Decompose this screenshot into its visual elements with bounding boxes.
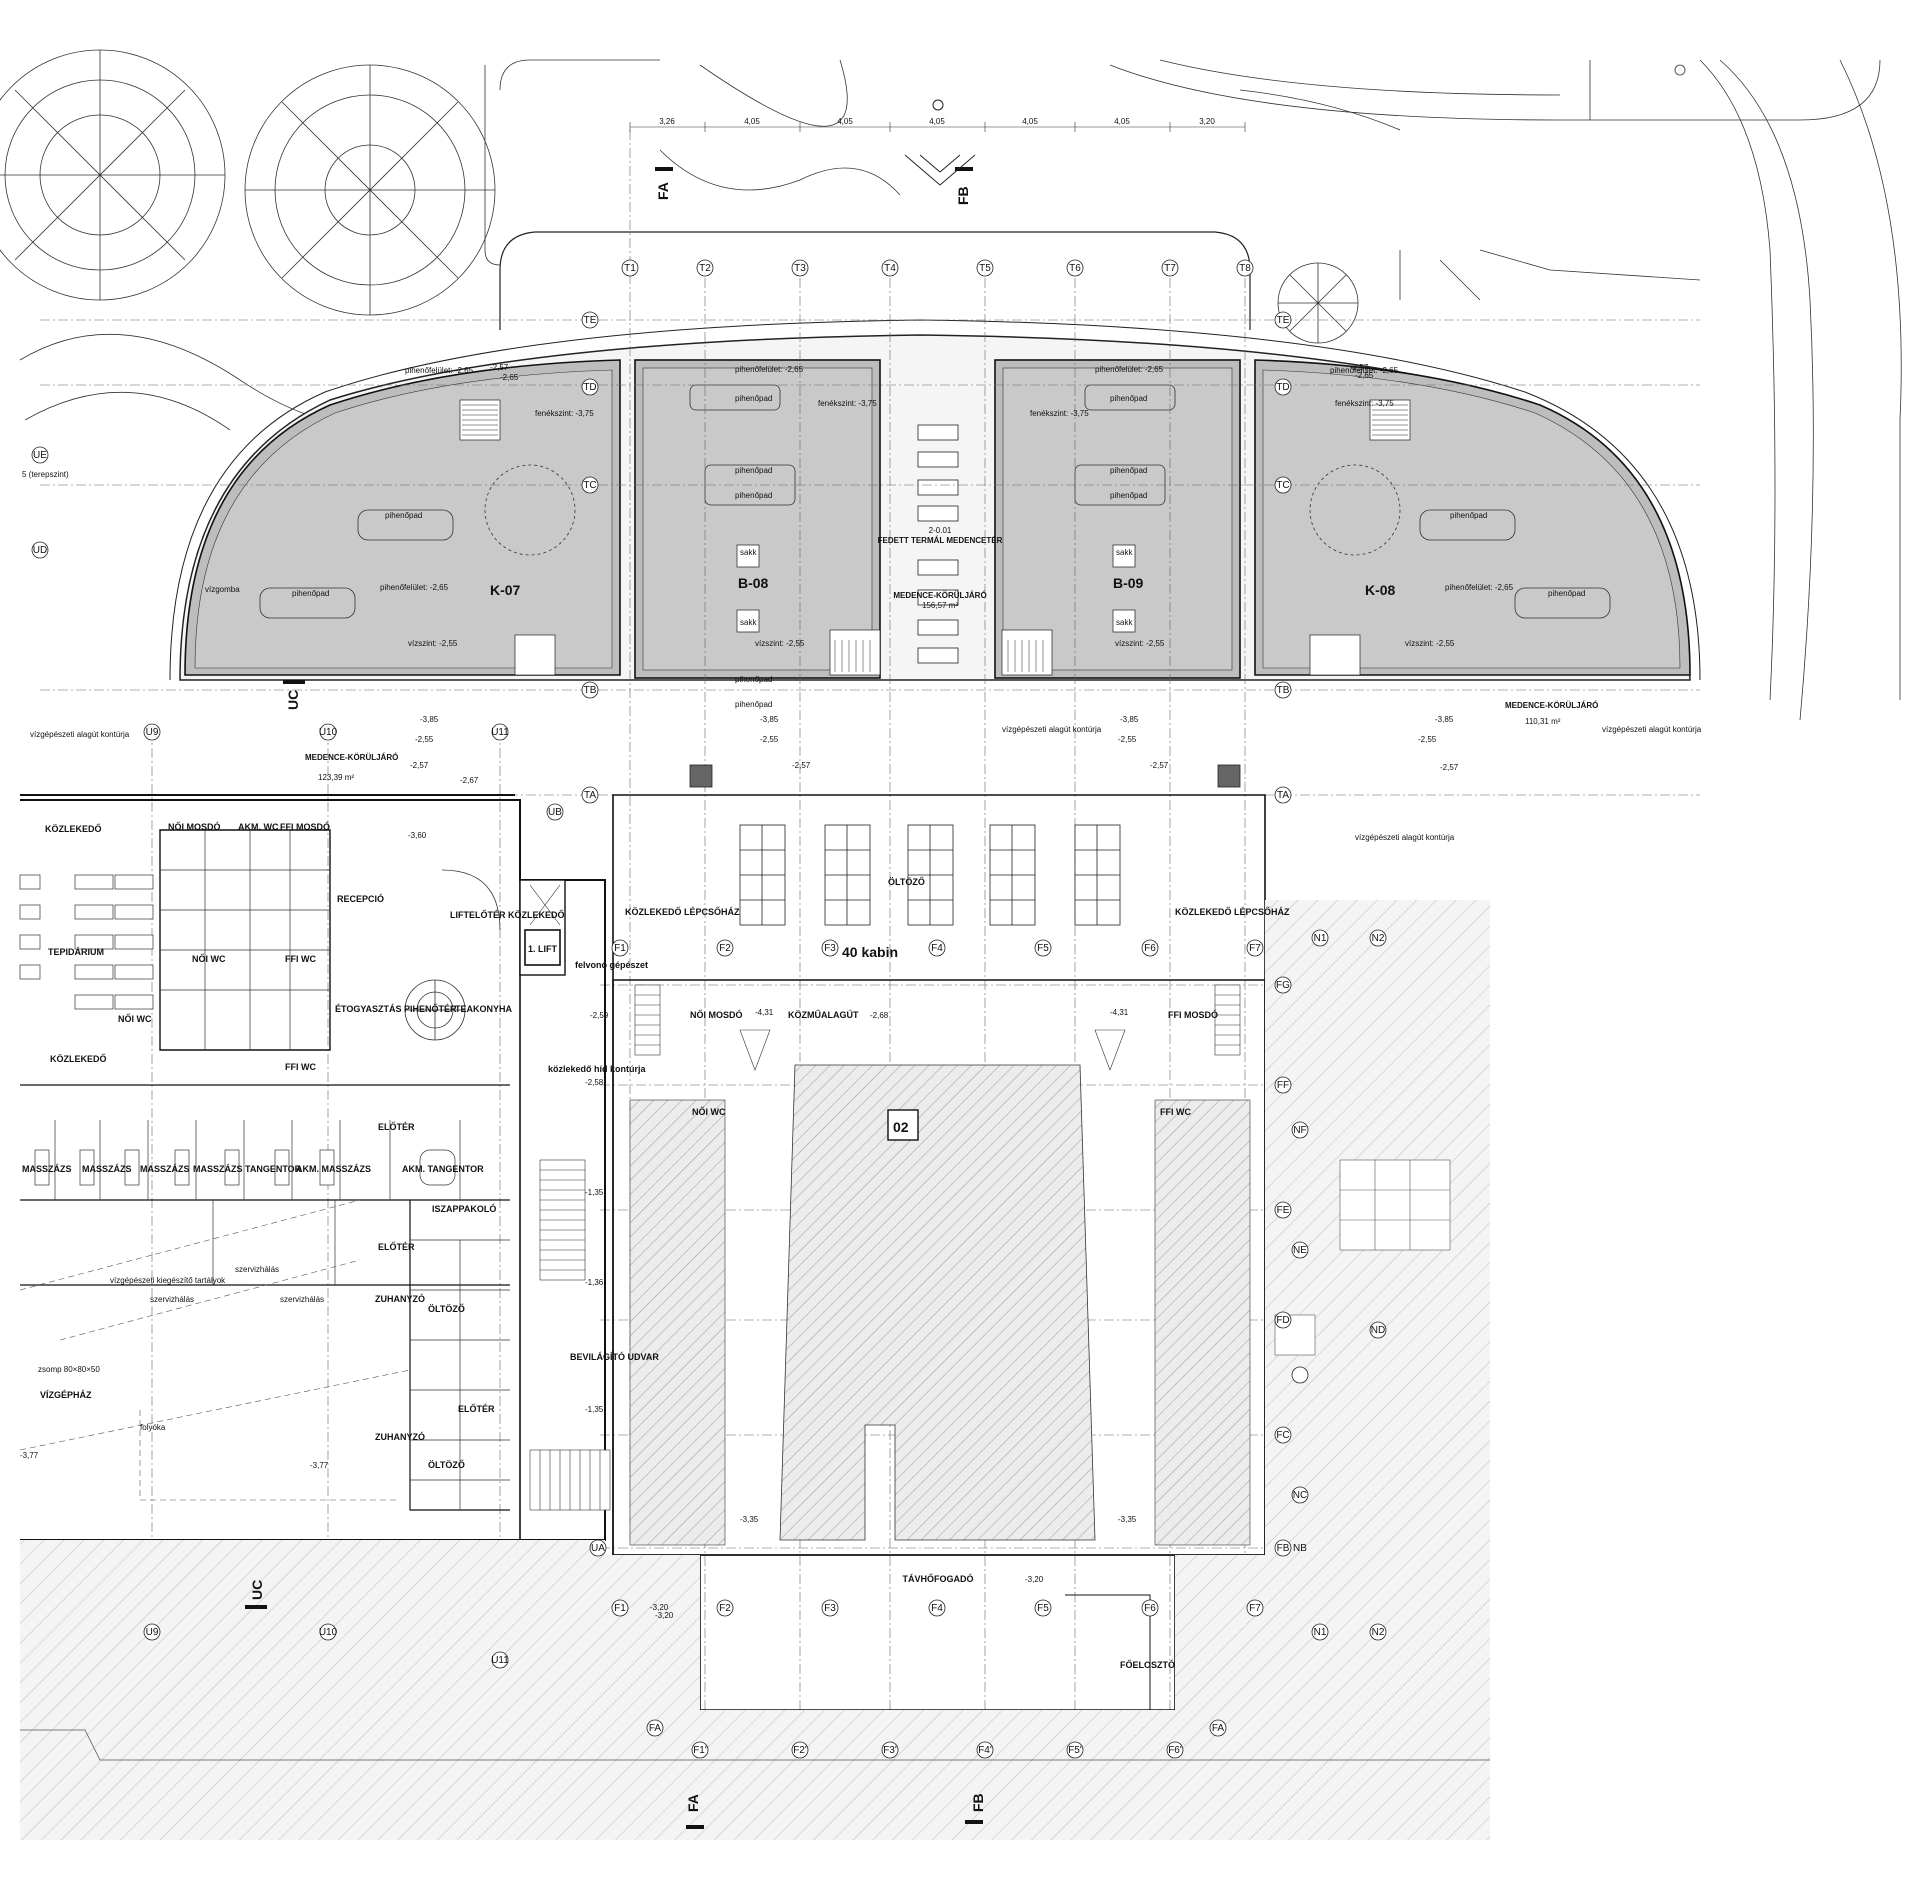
top-dimension-chain — [629, 122, 1246, 132]
stairs — [529, 984, 1241, 1511]
north-marker — [904, 99, 976, 186]
interior-partitions — [54, 830, 510, 1510]
service-corridor-lines — [19, 1199, 411, 1501]
lift-block — [519, 879, 566, 976]
changing-cabins — [689, 764, 1241, 926]
hall-02 — [629, 1029, 1251, 1546]
massage-beds — [34, 1149, 456, 1186]
pool-deck — [169, 231, 1701, 681]
grid-bubbles — [31, 259, 1387, 1759]
section-markers — [245, 167, 983, 1829]
ground-hatching — [20, 900, 1490, 1840]
tepidarium-loungers — [19, 874, 154, 1010]
tea-table — [404, 869, 501, 1041]
